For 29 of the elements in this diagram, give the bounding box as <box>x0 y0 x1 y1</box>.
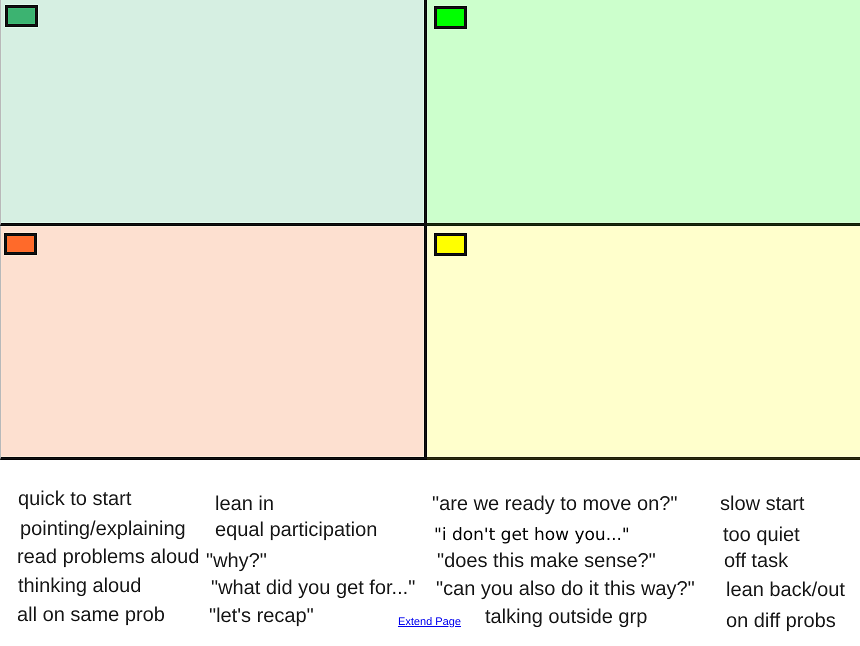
note-text: lean back/out <box>726 579 845 602</box>
color-swatch-icon <box>434 6 467 29</box>
note-text: thinking aloud <box>18 575 142 598</box>
note-text: "does this make sense?" <box>437 550 656 573</box>
note-text: quick to start <box>18 488 132 511</box>
color-swatch-icon <box>5 5 38 27</box>
note-text: "why?" <box>206 550 267 573</box>
note-text: equal participation <box>215 519 378 542</box>
note-text: slow start <box>720 493 804 516</box>
note-text: "are we ready to move on?" <box>432 493 678 516</box>
quadrant-panel <box>0 226 427 460</box>
note-text: "can you also do it this way?" <box>436 578 695 601</box>
note-text: off task <box>724 550 788 573</box>
note-text: too quiet <box>723 524 800 547</box>
note-text: lean in <box>215 493 274 516</box>
quadrant-panel <box>427 0 860 226</box>
note-text: all on same prob <box>17 604 165 627</box>
quadrant-panel <box>0 0 427 226</box>
note-text: read problems aloud <box>17 546 200 569</box>
note-text: "i don't get how you..." <box>434 525 630 546</box>
extend-page-link: Extend Page <box>398 616 461 629</box>
color-swatch-icon <box>434 233 467 256</box>
color-swatch-icon <box>4 233 37 255</box>
note-text: "let's recap" <box>209 605 314 628</box>
note-text: "what did you get for..." <box>211 577 416 600</box>
quadrant-panel <box>427 226 860 460</box>
note-text: on diff probs <box>726 610 836 633</box>
note-text: talking outside grp <box>485 606 648 629</box>
note-text: pointing/explaining <box>20 518 186 541</box>
